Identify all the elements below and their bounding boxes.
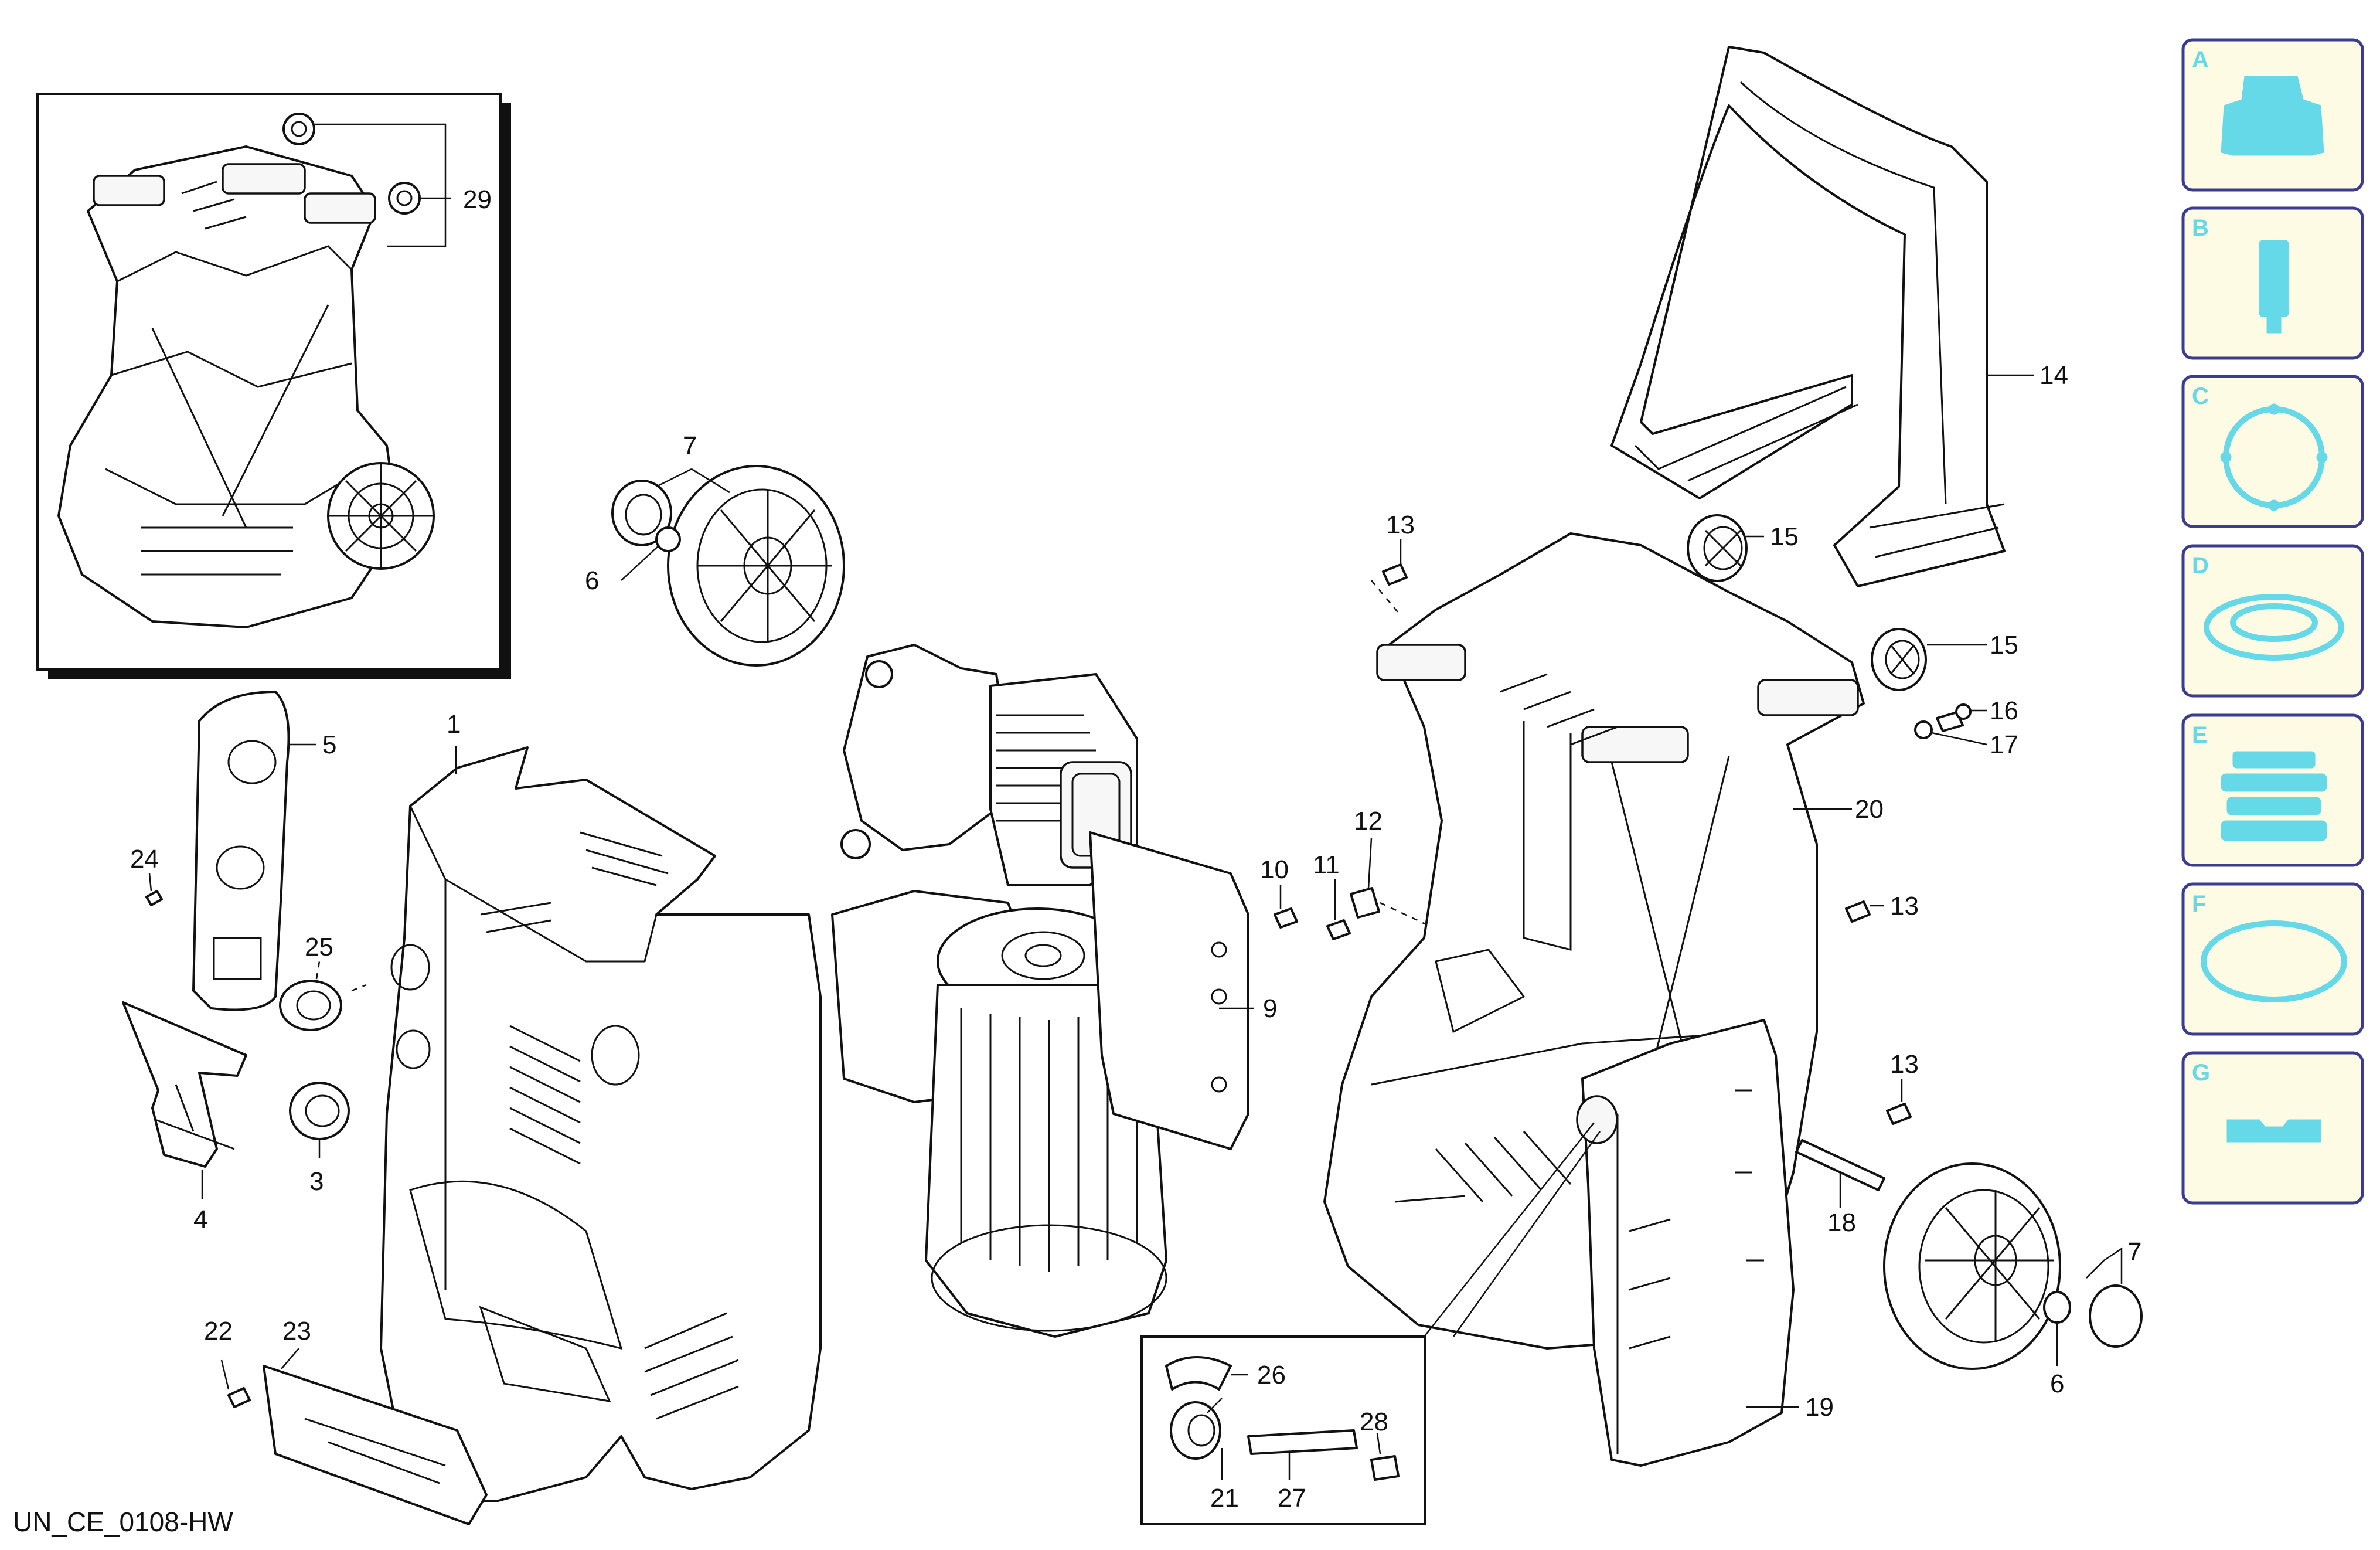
callout-13-mid: 13 <box>1890 892 1919 920</box>
callout-3: 3 <box>309 1167 324 1196</box>
part-25-knob <box>279 961 367 1031</box>
callout-4: 4 <box>193 1205 207 1234</box>
callout-13-lower: 13 <box>1890 1050 1919 1079</box>
callout-10: 10 <box>1260 855 1289 884</box>
drawing-code: UN_CE_0108-HW <box>13 1507 233 1537</box>
part-15-cap-top <box>1687 514 1764 582</box>
callout-14: 14 <box>2039 361 2068 390</box>
category-tab-f[interactable]: F <box>2181 882 2364 1036</box>
callout-5: 5 <box>322 730 336 759</box>
pump-assembly <box>840 644 1138 886</box>
callout-23: 23 <box>282 1317 311 1345</box>
category-tab-e[interactable]: E <box>2181 713 2364 867</box>
callout-19: 19 <box>1805 1393 1834 1422</box>
part-14-handle <box>1610 46 2034 587</box>
part-13-screw-lower <box>1886 1079 1912 1125</box>
part-22-screw <box>220 1359 251 1408</box>
category-tab-b[interactable]: B <box>2181 206 2364 360</box>
category-tab-list: A B C D <box>2181 38 2364 1205</box>
inset-frame-drawing <box>57 145 435 628</box>
part-16-screw <box>1936 703 1987 732</box>
callout-18: 18 <box>1827 1208 1856 1237</box>
part-11-screw <box>1326 879 1351 940</box>
part-19-rear-cover <box>1576 1019 1799 1467</box>
gasket-ring-icon <box>2220 403 2328 511</box>
callout-15-top: 15 <box>1770 522 1799 551</box>
callout-16: 16 <box>1990 696 2018 725</box>
callout-15-lower: 15 <box>1990 631 2018 660</box>
callout-27: 27 <box>1278 1484 1306 1512</box>
bellows-icon <box>2221 751 2327 841</box>
tab-letter: E <box>2192 722 2208 748</box>
part-5-side-cover <box>145 691 316 1011</box>
tab-letter: A <box>2192 47 2209 73</box>
part-10-screw <box>1274 885 1298 929</box>
washer-icon <box>2204 594 2344 661</box>
callout-25: 25 <box>305 933 333 961</box>
nozzle-icon <box>2221 76 2324 156</box>
base-plate-icon <box>2226 1119 2321 1143</box>
part-13-screw-top <box>1371 539 1408 616</box>
inset-assembled-frame <box>36 93 511 679</box>
callout-17: 17 <box>1990 730 2018 759</box>
callout-6: 6 <box>585 566 599 595</box>
tab-letter: F <box>2192 891 2206 917</box>
callout-7-lower: 7 <box>2127 1238 2141 1266</box>
callout-24: 24 <box>130 845 159 873</box>
o-ring-icon <box>2201 920 2347 1002</box>
callout-21: 21 <box>1210 1484 1239 1512</box>
part-3-knob <box>289 1082 350 1158</box>
inset-hose-detail <box>1140 1122 1601 1525</box>
callout-22: 22 <box>204 1317 233 1345</box>
callout-1: 1 <box>447 710 461 739</box>
tab-letter: G <box>2192 1060 2210 1086</box>
part-4-bracket <box>122 1001 247 1199</box>
tab-letter: D <box>2192 553 2209 579</box>
part-23-grille <box>263 1348 488 1525</box>
category-tab-a[interactable]: A <box>2181 38 2364 192</box>
callout-29: 29 <box>463 185 492 214</box>
part-18-axle <box>1795 1139 1885 1208</box>
callout-12: 12 <box>1354 807 1383 835</box>
callout-28: 28 <box>1360 1408 1388 1436</box>
part-13-screw-mid <box>1845 900 1884 923</box>
tab-letter: C <box>2192 383 2209 409</box>
category-tab-g[interactable]: G <box>2181 1051 2364 1205</box>
callout-6-lower: 6 <box>2050 1369 2064 1398</box>
category-tab-d[interactable]: D <box>2181 544 2364 698</box>
tab-letter: B <box>2192 215 2209 241</box>
part-7-wheel-top <box>611 465 845 667</box>
category-tab-c[interactable]: C <box>2181 375 2364 528</box>
callout-13-top: 13 <box>1386 511 1415 539</box>
callout-11: 11 <box>1313 851 1340 879</box>
part-12-clip <box>1350 838 1431 927</box>
part-7-wheel-lower <box>1883 1162 2143 1370</box>
callout-20: 20 <box>1855 795 1884 824</box>
part-1-front-housing <box>380 746 822 1502</box>
part-9-mounting-plate <box>1089 831 1254 1150</box>
callout-9: 9 <box>1263 994 1277 1023</box>
part-17-washer <box>1914 720 1987 746</box>
callout-labels: 29 7 6 5 1 24 25 3 4 22 23 10 9 11 12 13… <box>130 185 2141 1512</box>
callout-7: 7 <box>683 431 697 460</box>
callout-26: 26 <box>1257 1361 1286 1389</box>
part-29-caps <box>282 113 451 247</box>
part-15-cap-lower <box>1871 628 1987 691</box>
cylinder-icon <box>2259 240 2289 334</box>
